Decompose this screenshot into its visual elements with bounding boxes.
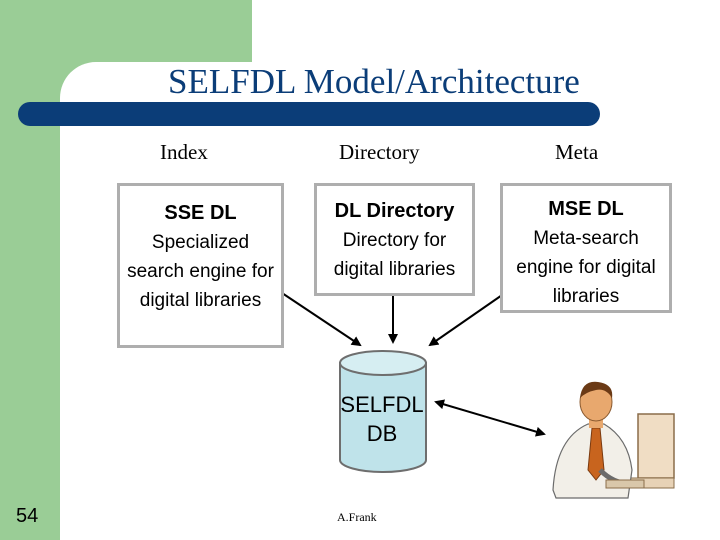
arrow-db-user-bidirectional <box>434 399 546 437</box>
mse-dl-description: Meta-search engine for digital libraries <box>516 228 656 307</box>
column-label-directory: Directory <box>339 140 420 164</box>
database-label-line1: SELFDL <box>340 392 424 417</box>
mse-dl-box: MSE DL Meta-search engine for digital li… <box>500 183 672 313</box>
footer-author: A.Frank <box>337 510 377 524</box>
slide-number: 54 <box>16 505 39 527</box>
slide-title: SELFDL Model/Architecture <box>168 62 580 101</box>
sse-dl-header: SSE DL <box>164 202 237 224</box>
sse-dl-box: SSE DL Specialized search engine for dig… <box>117 183 284 348</box>
database-label: SELFDL DB <box>336 390 428 448</box>
sse-dl-description: Specialized search engine for digital li… <box>127 232 274 311</box>
title-underline-bar <box>18 102 600 126</box>
dl-directory-box: DL Directory Directory for digital libra… <box>314 183 475 296</box>
database-cylinder <box>339 350 427 473</box>
arrow-sse-to-db <box>281 292 362 347</box>
database-label-line2: DB <box>366 421 398 446</box>
column-label-index: Index <box>160 140 208 164</box>
dl-directory-header: DL Directory <box>334 200 455 222</box>
arrow-mse-to-db <box>428 292 506 347</box>
column-label-meta: Meta <box>555 140 599 164</box>
user-at-computer-icon <box>552 381 675 499</box>
dl-directory-description: Directory for digital libraries <box>333 230 456 280</box>
mse-dl-header: MSE DL <box>548 198 624 220</box>
